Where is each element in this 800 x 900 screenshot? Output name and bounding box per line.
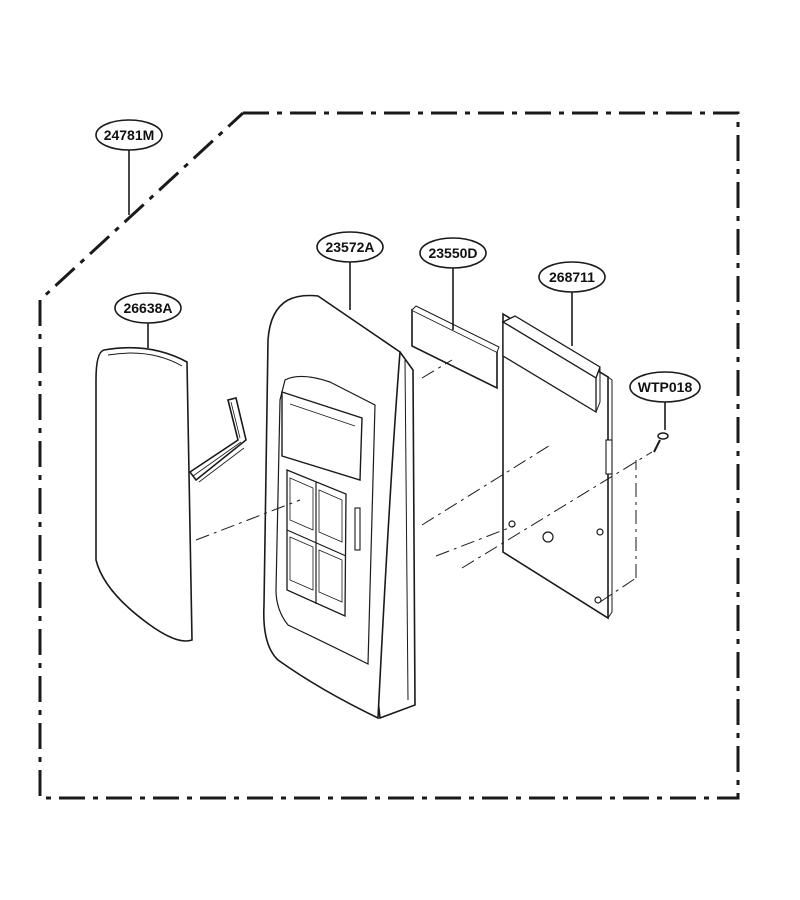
callout-pcb: 268711	[538, 261, 606, 293]
assembly-boundary	[38, 111, 740, 800]
callout-frame: 24781M	[95, 119, 163, 151]
control-panel	[262, 294, 416, 720]
callout-screw: WTP018	[629, 371, 701, 403]
callout-label: 23572A	[325, 239, 374, 255]
callout-panel: 23572A	[316, 231, 384, 263]
callout-label: 26638A	[123, 300, 172, 316]
screw	[653, 432, 669, 453]
display-window	[411, 305, 500, 390]
callout-membrane: 26638A	[114, 292, 182, 324]
callout-label: WTP018	[638, 379, 693, 395]
callout-window: 23550D	[419, 237, 487, 269]
callout-label: 268711	[549, 269, 595, 285]
membrane-keypad	[95, 346, 247, 642]
callout-label: 23550D	[428, 245, 477, 261]
pcb-board	[501, 312, 613, 620]
callout-label: 24781M	[104, 127, 155, 143]
assembly-guide-lines	[195, 359, 653, 603]
leader-lines	[128, 150, 666, 430]
